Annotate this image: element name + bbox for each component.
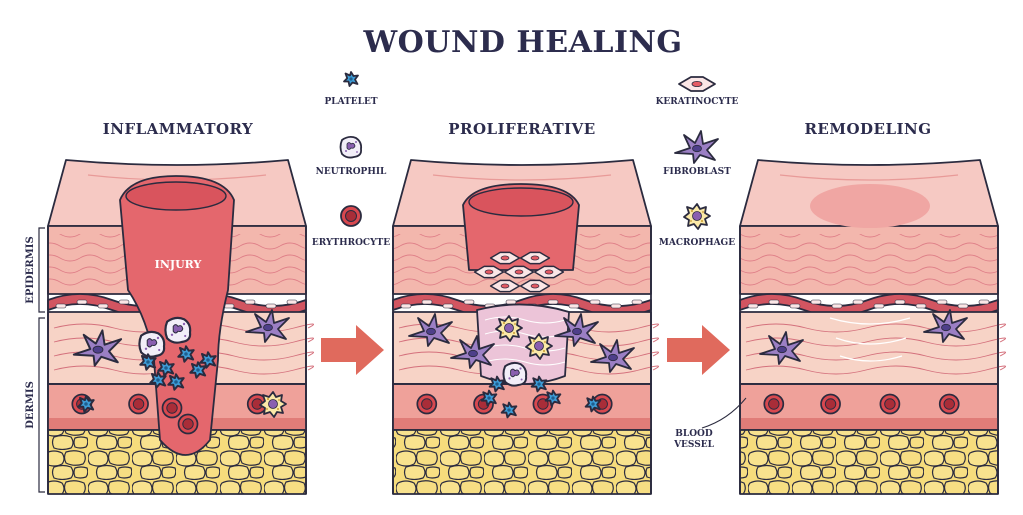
neutrophil-icon	[339, 135, 363, 159]
layer-brackets: EPIDERMIS DERMIS	[25, 227, 45, 493]
collagen-remodel	[829, 317, 911, 362]
vessel-erythrocyte	[416, 393, 438, 415]
legend-label-neutrophil: NEUTROPHIL	[316, 167, 387, 177]
platelet-icon	[343, 71, 359, 87]
arrow-proliferative-to-remodeling	[667, 325, 730, 375]
vessel-macrophage	[259, 391, 287, 418]
legend-label-keratinocyte: KERATINOCYTE	[656, 97, 739, 107]
legend-label-fibroblast: FIBROBLAST	[663, 167, 731, 177]
dermis-label: DERMIS	[25, 381, 36, 429]
stage-title-inflammatory: INFLAMMATORY	[103, 120, 254, 138]
blood-vessel-label-line2: VESSEL	[673, 440, 715, 450]
panel-proliferative	[392, 159, 659, 495]
scar-surface	[810, 184, 930, 228]
vessel-erythrocyte	[938, 393, 960, 415]
vessel-erythrocyte	[763, 393, 785, 415]
blood-vessel-label-line1: BLOOD	[675, 429, 713, 439]
blood-vessel-callout: BLOOD VESSEL	[673, 397, 747, 450]
panel-inflammatory: INJURY	[47, 159, 314, 495]
wound-macrophage	[525, 333, 553, 360]
wound-neutrophil	[164, 316, 192, 344]
keratinocyte-icon	[678, 76, 716, 92]
erythrocyte-icon	[340, 205, 362, 227]
vessel-erythrocyte	[128, 393, 149, 415]
wound-macrophage	[495, 315, 523, 342]
injury-label: INJURY	[155, 258, 202, 271]
wound-erythrocyte	[161, 397, 183, 419]
fibroblast-icon	[674, 130, 719, 164]
legend-left: PLATELET NEUTROPHIL ERYTHROCYTE	[312, 71, 390, 248]
stage-title-proliferative: PROLIFERATIVE	[448, 120, 596, 138]
wound-neutrophil	[502, 361, 528, 387]
epidermis-label: EPIDERMIS	[25, 236, 36, 303]
legend-right: KERATINOCYTE FIBROBLAST MACROPHAGE	[656, 76, 739, 248]
subcutaneous-fat	[392, 429, 652, 495]
wound-neutrophil	[138, 330, 166, 358]
wound-erythrocyte	[177, 413, 199, 435]
subcutaneous-fat	[739, 429, 999, 495]
diagram-title: WOUND HEALING	[362, 25, 682, 60]
macrophage-icon	[683, 203, 711, 230]
arrow-inflammatory-to-proliferative	[321, 325, 384, 375]
stage-title-remodeling: REMODELING	[804, 120, 931, 138]
vessel-erythrocyte	[879, 393, 901, 415]
legend-label-macrophage: MACROPHAGE	[659, 238, 735, 248]
vessel-erythrocyte	[820, 393, 841, 415]
legend-label-erythrocyte: ERYTHROCYTE	[312, 238, 390, 248]
panel-remodeling	[739, 159, 1006, 495]
legend-label-platelet: PLATELET	[324, 97, 377, 107]
